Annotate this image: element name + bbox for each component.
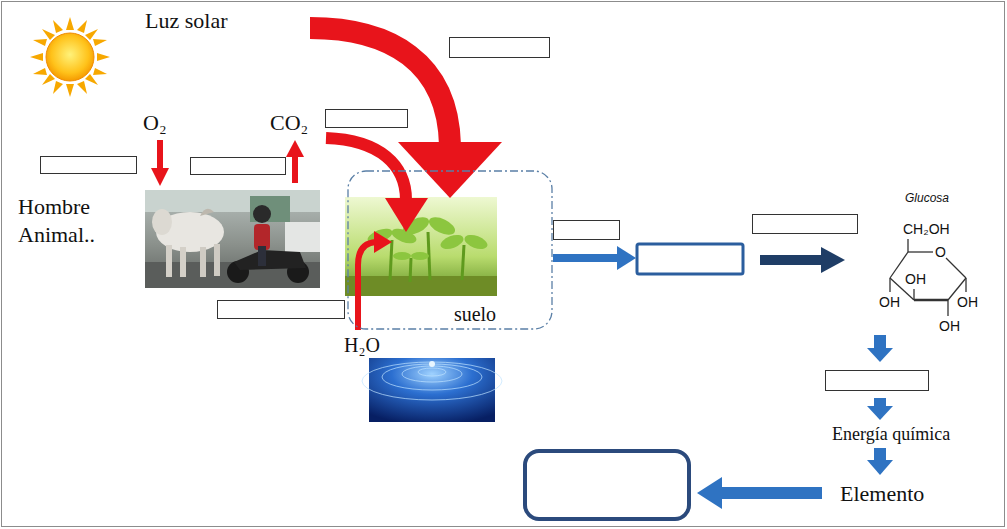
atom-group: OH [939, 318, 960, 334]
dark-arrow [760, 247, 845, 273]
water-photo [362, 358, 502, 422]
dashed-outline [347, 170, 553, 330]
gas-label: CO₂ [270, 110, 308, 135]
organism-label: Hombre Animal.. [18, 193, 118, 248]
water-label: H₂O [344, 334, 380, 357]
dashed-outline [348, 171, 552, 329]
region-box: suelo [347, 170, 553, 330]
street-photo [145, 190, 320, 288]
energy-label: Energía química [832, 424, 950, 445]
ring-atom: O [935, 244, 946, 260]
blank-box [525, 451, 689, 519]
atom-group: CH₂OH [903, 221, 950, 237]
atom-group: OH [957, 294, 978, 310]
atom-group: OH [905, 271, 926, 287]
blue-arrow [553, 246, 893, 509]
sun-icon [30, 17, 110, 97]
light-label: Luz solar [145, 8, 227, 33]
gas-label: O₂ [143, 110, 167, 135]
molecule-name: Glucosa [905, 192, 949, 206]
atom-group: OH [879, 294, 900, 310]
blank-box [41, 38, 929, 391]
product-label: Elemento [840, 481, 924, 506]
region-label: suelo [454, 303, 496, 326]
glucose-structure [890, 239, 966, 316]
blank-box [637, 244, 743, 274]
red-arrow [151, 28, 502, 330]
